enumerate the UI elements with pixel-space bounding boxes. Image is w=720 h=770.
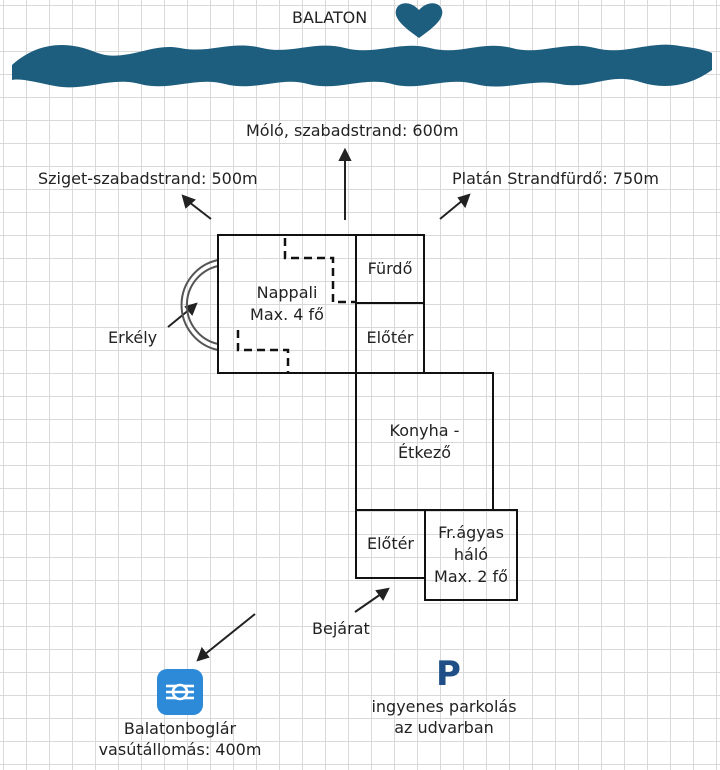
lake-band	[12, 44, 712, 88]
room-furdo: Fürdő	[355, 234, 425, 304]
room-eloter-top-label: Előtér	[366, 328, 414, 347]
room-konyha-line1: Konyha -	[389, 420, 460, 440]
room-nappali: Nappali Max. 4 fő	[217, 234, 357, 374]
train-station-icon	[157, 669, 203, 715]
room-halo: Fr.ágyas háló Max. 2 fő	[424, 509, 518, 601]
station-line2: vasútállomás: 400m	[98, 740, 262, 759]
direction-platan: Platán Strandfürdő: 750m	[452, 169, 659, 188]
room-eloter-bottom: Előtér	[355, 509, 426, 579]
room-eloter-top: Előtér	[355, 302, 425, 374]
room-konyha-line2: Étkező	[397, 442, 452, 462]
label-erkely: Erkély	[108, 328, 158, 347]
parking-line2: az udvarban	[394, 718, 494, 737]
room-halo-line3: Max. 2 fő	[434, 567, 508, 586]
room-konyha: Konyha - Étkező	[355, 372, 494, 511]
balcony-arc	[180, 259, 219, 351]
room-nappali-capacity: Max. 4 fő	[250, 305, 324, 324]
label-bejarat: Bejárat	[312, 619, 370, 638]
room-halo-line2: háló	[453, 545, 489, 564]
parking-label: ingyenes parkolás az udvarban	[352, 696, 536, 738]
room-halo-line1: Fr.ágyas	[438, 523, 504, 542]
heart-icon	[395, 3, 443, 38]
direction-sziget: Sziget-szabadstrand: 500m	[38, 169, 258, 188]
parking-icon: P	[436, 654, 461, 694]
room-furdo-label: Fürdő	[367, 259, 413, 278]
direction-molo: Móló, szabadstrand: 600m	[246, 121, 459, 140]
station-line1: Balatonboglár	[123, 719, 237, 738]
room-eloter-bottom-label: Előtér	[366, 534, 415, 553]
room-nappali-name: Nappali	[256, 283, 318, 302]
parking-line1: ingyenes parkolás	[371, 697, 517, 716]
station-label: Balatonboglár vasútállomás: 400m	[96, 718, 264, 760]
title: BALATON	[292, 8, 368, 27]
